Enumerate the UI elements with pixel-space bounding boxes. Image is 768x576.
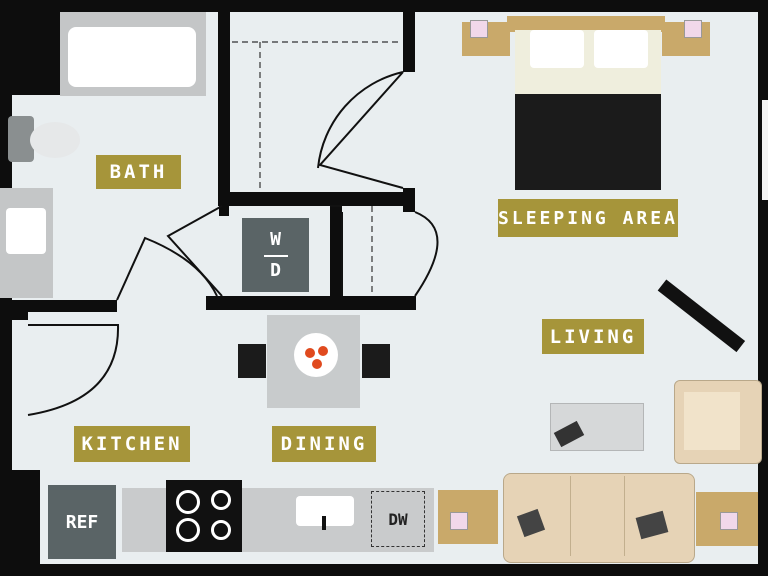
room-label-kitchen: KITCHEN	[74, 426, 190, 462]
pillow-right	[594, 30, 648, 68]
wall-closet-bottom	[218, 192, 415, 206]
washer-dryer: W D	[242, 218, 309, 292]
dryer-label: D	[270, 260, 281, 281]
burner-4	[211, 520, 231, 540]
fruit-3	[312, 359, 322, 369]
wall-right-window	[762, 100, 768, 200]
bath-sink	[6, 208, 46, 254]
wd-divider	[264, 255, 288, 257]
bathtub-basin	[68, 27, 196, 87]
side-lamp-right	[720, 512, 738, 530]
fruit-2	[318, 346, 328, 356]
room-label-dining: DINING	[272, 426, 376, 462]
wall-top	[0, 0, 768, 12]
dishwasher-label: DW	[388, 509, 408, 529]
wall-wd-left	[219, 206, 229, 216]
dining-chair-right	[362, 344, 390, 378]
wall-right	[758, 0, 768, 576]
washer-label: W	[270, 229, 281, 250]
wall-bottom	[0, 564, 768, 576]
burner-3	[176, 518, 200, 542]
wall-hall-bottom	[206, 296, 416, 310]
refrigerator: REF	[48, 485, 116, 559]
room-label-sleeping: SLEEPING AREA	[498, 199, 678, 237]
armchair-seat	[684, 392, 740, 450]
wall-bottom-left-block	[0, 470, 40, 576]
wall-entry-left	[12, 312, 28, 320]
wall-bath-right	[218, 12, 230, 192]
dishwasher: DW	[371, 491, 425, 547]
room-label-living: LIVING	[542, 319, 644, 354]
wall-bath-bottom	[12, 300, 117, 312]
headboard	[507, 16, 665, 32]
wall-top-left-block	[0, 0, 60, 95]
pillow-left	[530, 30, 584, 68]
lamp-left	[470, 20, 488, 38]
toilet-bowl	[30, 122, 80, 158]
lamp-right	[684, 20, 702, 38]
wall-closet-right	[403, 12, 415, 72]
fruit-1	[305, 348, 315, 358]
fruit-plate	[294, 333, 338, 377]
side-lamp-left	[450, 512, 468, 530]
stove	[166, 480, 242, 552]
toilet	[8, 116, 34, 162]
burner-2	[211, 490, 231, 510]
burner-1	[176, 490, 200, 514]
sofa-cushion-right	[572, 476, 625, 556]
room-label-bath: BATH	[96, 155, 181, 189]
sofa-cushion-left	[518, 476, 571, 556]
side-table-left	[438, 490, 498, 544]
wall-wd-mid	[330, 206, 342, 310]
dining-chair-left	[238, 344, 266, 378]
kitchen-faucet	[322, 516, 326, 530]
